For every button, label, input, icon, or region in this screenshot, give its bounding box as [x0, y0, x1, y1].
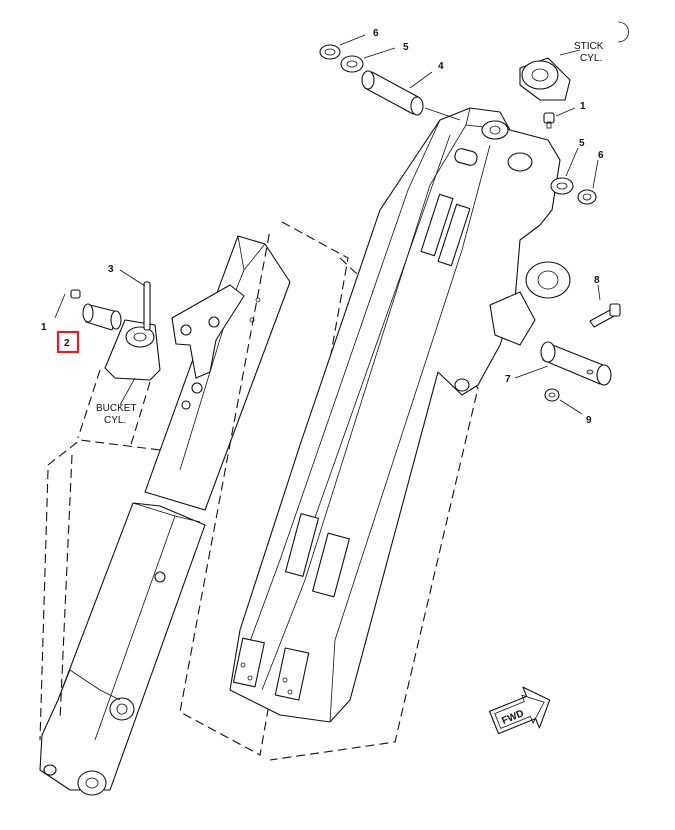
- washer-top: [340, 47, 396, 73]
- bushing-part-2: [82, 303, 122, 331]
- callout-1-left: 1: [41, 322, 47, 333]
- stick-cyl-label-line1: STICK: [574, 41, 604, 52]
- bucket-cyl-label-line2: CYL.: [104, 415, 126, 426]
- callout-6-right: 6: [598, 150, 604, 161]
- callout-7: 7: [505, 374, 511, 385]
- stick-cyl-label-line2: CYL.: [580, 53, 602, 64]
- retaining-ring-right: [577, 159, 599, 205]
- boom-assembly: [229, 107, 571, 723]
- grease-fitting-left: [54, 289, 81, 319]
- inner-stick-upper: [144, 235, 291, 511]
- bolt-part-8: [589, 284, 621, 328]
- highlighted-callout-2[interactable]: 2: [56, 330, 80, 354]
- stick-cylinder-end: [519, 21, 629, 101]
- bucket-cyl-label-line1: BUCKET: [96, 403, 137, 414]
- pin-part-7: [514, 341, 612, 386]
- pin-part-4: [361, 70, 461, 121]
- callout-3: 3: [108, 264, 114, 275]
- grease-fitting-right: [543, 107, 576, 129]
- callout-4: 4: [438, 61, 444, 72]
- callout-1-right: 1: [580, 101, 586, 112]
- callout-5-right: 5: [579, 138, 585, 149]
- callout-5-top: 5: [403, 42, 409, 53]
- callout-2-text: 2: [64, 338, 70, 349]
- callout-6-top: 6: [373, 28, 379, 39]
- callout-8: 8: [594, 275, 600, 286]
- bucket-cylinder: [77, 319, 161, 449]
- stick-outline-dashed: [39, 221, 479, 761]
- callout-9: 9: [586, 415, 592, 426]
- washer-right: [550, 147, 579, 195]
- forward-direction-arrow: FWD: [488, 686, 551, 735]
- inner-stick-lower: [39, 502, 206, 796]
- pin-part-3: [119, 269, 151, 331]
- nut-part-9: [544, 388, 583, 415]
- retaining-ring-top: [319, 34, 366, 60]
